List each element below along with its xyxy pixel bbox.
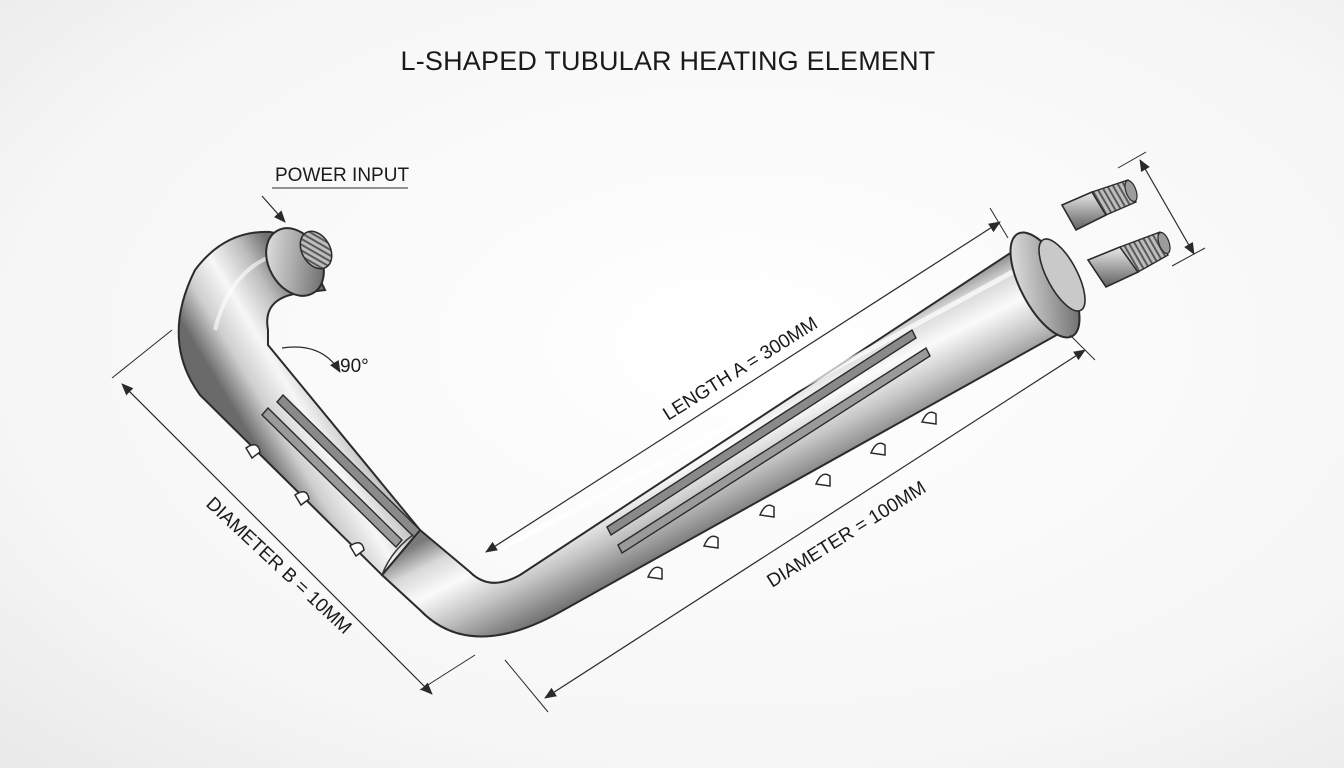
- highlight-streak: [498, 265, 1022, 553]
- diagram-title: L-SHAPED TUBULAR HEATING ELEMENT: [400, 46, 935, 76]
- angle-label: 90°: [340, 356, 369, 377]
- terminal-collar: [1038, 238, 1086, 312]
- terminal-spacing-dimension: [1117, 151, 1206, 267]
- terminal-stud-upper: [1060, 179, 1138, 232]
- power-input-label: POWER INPUT: [275, 165, 409, 186]
- diameter-label: DIAMETER = 100MM: [764, 477, 930, 592]
- terminal-stud-lower: [1086, 231, 1171, 289]
- long-leg: [380, 246, 1064, 638]
- power-input-callout: POWER INPUT: [261, 165, 409, 223]
- power-input-fitting: [265, 227, 333, 297]
- angle-callout: 90°: [281, 346, 369, 377]
